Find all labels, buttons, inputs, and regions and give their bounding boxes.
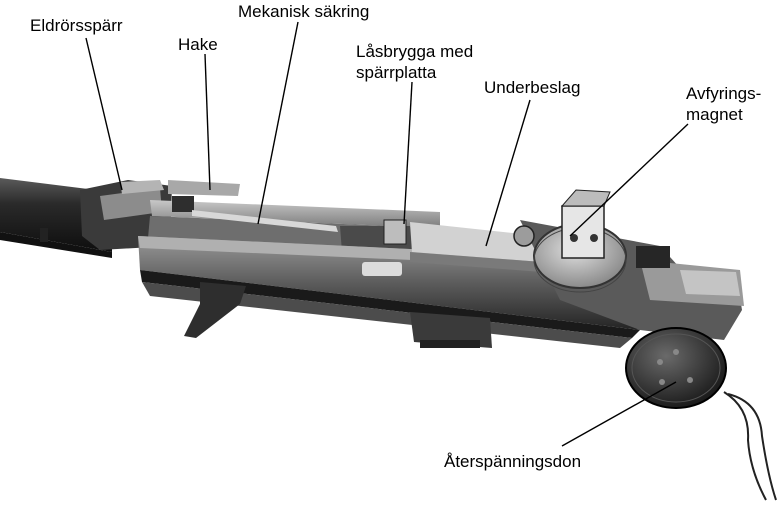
leader-lines [85,21,689,447]
firing-magnet [513,189,627,293]
leader-hake [204,53,211,191]
label-mekanisk-sakring: Mekanisk säkring [238,2,370,21]
label-underbeslag: Underbeslag [484,78,581,97]
label-avfyrings-line1: Avfyrings- [686,84,762,103]
label-lasbrygga-line1: Låsbrygga med [356,42,474,61]
label-eldrorssparr: Eldrörsspärr [30,16,123,35]
top-cover [148,180,440,252]
label-lasbrygga-line2: spärrplatta [356,63,437,82]
mounts [184,282,492,348]
lower-plate [410,222,542,272]
leader-mekanisk [257,21,299,225]
label-avfyrings-line2: magnet [686,105,743,124]
label-hake: Hake [178,35,218,54]
leader-avfyrings [569,123,689,237]
leader-eldrorssparr [85,37,123,191]
label-aterspanningsdon: Återspänningsdon [444,452,582,471]
leader-aterspanning [561,381,677,447]
leader-lasbrygga [403,81,413,225]
leader-underbeslag [485,99,531,247]
recoil-drum [625,327,777,501]
